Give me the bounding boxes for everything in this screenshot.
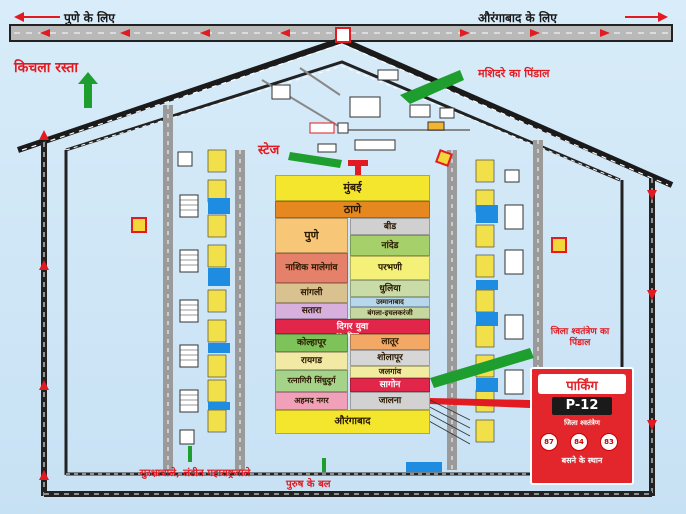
block-latur: लातूर bbox=[350, 334, 430, 350]
block-kolhapur: कोल्हापूर bbox=[275, 334, 348, 352]
green-arrow-stage-icon bbox=[288, 152, 342, 168]
blue-blocks-right bbox=[406, 205, 498, 472]
green-arrow-up-icon bbox=[78, 72, 98, 108]
stall-column-left bbox=[207, 149, 227, 433]
label-bottom-mid: पुरुष के बल bbox=[286, 479, 331, 490]
parking-sub: जिला श्वतंत्रेण bbox=[564, 419, 600, 427]
road-arrows-left-icon bbox=[40, 29, 290, 37]
parking-title: पार्किंग bbox=[566, 379, 598, 394]
parking-circle-3: 83 bbox=[600, 433, 618, 451]
block-parbhani: परभणी bbox=[350, 256, 430, 280]
block-solapur: शोलापूर bbox=[350, 350, 430, 366]
block-nashik: नाशिक मालेगांव bbox=[275, 253, 348, 283]
block-raigad: रायगड bbox=[275, 352, 348, 370]
block-aurangabad: औरंगाबाद bbox=[275, 410, 430, 434]
parking-title-bg bbox=[538, 374, 626, 394]
block-pune: पुणे bbox=[275, 218, 348, 253]
stall-grids-left bbox=[177, 151, 199, 445]
block-sagaon: सागोन bbox=[350, 378, 430, 392]
label-masjid-pandal: मशिदरे का पिंडाल bbox=[478, 67, 550, 80]
label-zilha-pandal: जिला श्वतंत्रेण का पिंडाल bbox=[550, 327, 610, 348]
block-ratnagiri: रत्नागिरी सिंधुदुर्ग bbox=[275, 370, 348, 392]
stall-grids-right bbox=[504, 169, 524, 395]
marker-squares bbox=[131, 149, 567, 253]
block-yuva: दिगर युवा bbox=[275, 319, 430, 334]
block-sangli: सांगली bbox=[275, 283, 348, 303]
block-mumbai: मुंबई bbox=[275, 175, 430, 201]
parking-circle-1: 87 bbox=[540, 433, 558, 451]
road-label-pune: पुणे के लिए bbox=[64, 11, 115, 25]
block-nanded: नांदेड bbox=[350, 235, 430, 256]
road-label-aurangabad: औरंगाबाद के लिए bbox=[478, 11, 557, 25]
label-bottom-left: सुरक्षाचाले, लंडीत महाराष्ट्रजाले bbox=[139, 468, 251, 479]
label-kichla-rasta: किचला रस्ता bbox=[14, 60, 79, 76]
block-satara: सतारा bbox=[275, 303, 348, 319]
parking-code-bg bbox=[552, 397, 612, 415]
block-jalna: जालना bbox=[350, 392, 430, 410]
green-arrow-masjid-icon bbox=[400, 70, 464, 104]
block-beed: बीड bbox=[350, 218, 430, 235]
wall-arrows-icon bbox=[39, 130, 657, 480]
arrow-right-icon bbox=[625, 12, 668, 22]
stage-marker bbox=[348, 160, 368, 180]
blue-blocks-left bbox=[208, 198, 230, 410]
parking-box: पार्किंग P-12 जिला श्वतंत्रेण 87 84 83 ब… bbox=[530, 367, 634, 485]
entrance-gate bbox=[335, 27, 351, 43]
block-jalgaon: जलगांव bbox=[350, 366, 430, 378]
road-arrows-right-icon bbox=[460, 29, 610, 37]
label-stage: स्टेज bbox=[258, 143, 280, 158]
block-ahmednagar: अहमद नगर bbox=[275, 392, 348, 410]
parking-note: बसने के स्थान bbox=[561, 456, 603, 465]
green-arrows bbox=[78, 70, 534, 472]
arrow-left-icon bbox=[14, 12, 60, 22]
parking-code: P-12 bbox=[565, 398, 599, 413]
block-dhule: धुलिया bbox=[350, 280, 430, 297]
block-thane: ठाणे bbox=[275, 201, 430, 218]
kiosks-top bbox=[271, 69, 455, 153]
parking-circle-2: 84 bbox=[570, 433, 588, 451]
green-arrow-zilha-icon bbox=[430, 348, 534, 388]
block-osmanabad: उस्मानाबाद bbox=[350, 297, 430, 307]
block-khandala: बंगला-इचलकरंजी bbox=[350, 307, 430, 319]
